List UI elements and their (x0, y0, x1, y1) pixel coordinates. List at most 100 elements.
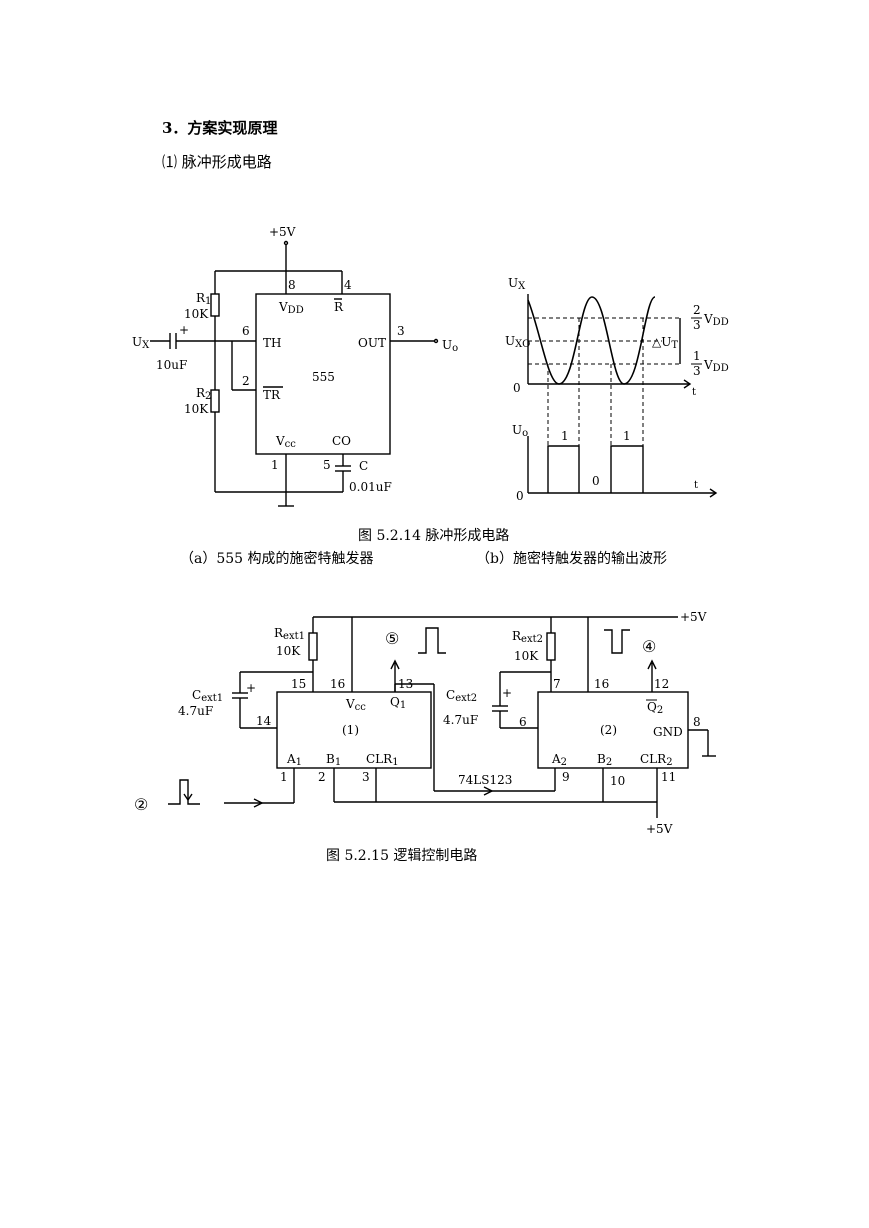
figure2-caption: 图 5.2.15 逻辑控制电路 (326, 848, 478, 864)
pin-3-lsi: 3 (362, 770, 370, 784)
upper-threshold-num: 2 (693, 303, 701, 317)
cext2-label: Cext2 (446, 688, 477, 704)
pin-9: 9 (562, 770, 570, 784)
origin-top: 0 (513, 381, 521, 395)
uo-axis-label: Uo (512, 423, 528, 439)
pin-5: 5 (323, 458, 331, 472)
supply-bottom-label: +5V (646, 822, 673, 836)
vcc-label: Vcc (275, 434, 296, 450)
cext1-label: Cext1 (192, 688, 223, 704)
co-cap-value: 0.01uF (349, 480, 392, 494)
resistor-rext2 (546, 632, 556, 661)
lower-threshold-num: 1 (693, 349, 701, 363)
section-subheading: ⑴ 脉冲形成电路 (162, 153, 272, 171)
marker-5: ⑤ (385, 629, 399, 648)
pin-6-lsi: 6 (519, 715, 527, 729)
monostable-1-body (276, 691, 432, 769)
supply-label: +5V (269, 225, 296, 239)
rext2-label: Rext2 (512, 629, 543, 645)
q2-bar-label: Q2 (647, 700, 663, 716)
lower-threshold-den: 3 (693, 364, 701, 378)
r2-value: 10K (184, 402, 209, 416)
pin-14: 14 (256, 714, 272, 728)
section-heading: 3．方案实现原理 (162, 119, 278, 137)
vdd-label: VDD (278, 300, 304, 316)
pin-11: 11 (661, 770, 676, 784)
pin-1-lsi: 1 (280, 770, 288, 784)
supply-top-label: +5V (680, 610, 707, 624)
pulse-level-0: 0 (592, 474, 600, 488)
gnd-label: GND (653, 725, 683, 739)
waveform-axes (527, 294, 718, 498)
input-ux-label: UX (132, 335, 150, 351)
clr1-label: CLR1 (366, 752, 399, 768)
pin-8: 8 (288, 278, 296, 292)
tr-label: TR (263, 388, 281, 402)
a2-label: A2 (551, 752, 567, 768)
marker-4: ④ (642, 637, 656, 656)
resistor-rext1 (308, 632, 318, 661)
origin-bottom: 0 (516, 489, 524, 503)
chip-555-label: 555 (312, 370, 335, 384)
output-uo-label: Uo (442, 338, 458, 354)
resistor-r1 (210, 293, 220, 317)
pin-2-lsi: 2 (318, 770, 326, 784)
b1-label: B1 (326, 752, 341, 768)
co-cap-label: C (359, 459, 368, 473)
pin-3: 3 (397, 324, 405, 338)
ux-axis-label: UX (508, 276, 526, 292)
pin-8-lsi: 8 (693, 715, 701, 729)
r1-value: 10K (184, 307, 209, 321)
rext2-value: 10K (514, 649, 539, 663)
clr2-label: CLR2 (640, 752, 673, 768)
pin-16a: 16 (330, 677, 345, 691)
out-label: OUT (358, 336, 386, 350)
lower-threshold-vdd: VDD (703, 358, 729, 374)
rext1-value: 10K (276, 644, 301, 658)
a1-label: A1 (286, 752, 302, 768)
uxo-label: UXO (505, 334, 530, 350)
b2-label: B2 (597, 752, 612, 768)
upper-threshold-den: 3 (693, 318, 701, 332)
ic-555-body (255, 293, 391, 455)
block-1-label: (1) (342, 723, 359, 737)
cext1-value: 4.7uF (178, 704, 213, 718)
chip-74ls123-label: 74LS123 (458, 773, 512, 787)
sine-wave (527, 296, 656, 385)
resistor-r2 (210, 389, 220, 413)
pin-2: 2 (242, 374, 250, 388)
vcc-pin-label: Vcc (345, 697, 366, 713)
figure1-caption-b: （b）施密特触发器的输出波形 (476, 551, 667, 567)
pulse-level-1b: 1 (623, 429, 631, 443)
delta-ut-label: △UT (652, 335, 678, 351)
upper-threshold-vdd: VDD (703, 312, 729, 328)
r1-label: R1 (196, 291, 211, 307)
pin-7: 7 (553, 677, 561, 691)
pulse-level-1a: 1 (561, 429, 569, 443)
r2-label: R2 (196, 386, 211, 402)
cext1-plus: + (246, 681, 256, 695)
figure1-caption: 图 5.2.14 脉冲形成电路 (358, 528, 510, 544)
pin-15: 15 (291, 677, 306, 691)
cin-value: 10uF (156, 358, 187, 372)
cin-plus: + (179, 323, 189, 337)
co-label: CO (332, 434, 351, 448)
rext1-label: Rext1 (274, 626, 305, 642)
pin-12: 12 (654, 677, 669, 691)
t-axis-top: t (692, 387, 696, 398)
figure1-caption-a: （a）555 构成的施密特触发器 (180, 551, 374, 567)
pin-1: 1 (271, 458, 279, 472)
pin-6: 6 (242, 324, 250, 338)
pin-13: 13 (398, 677, 413, 691)
pin-10: 10 (610, 774, 625, 788)
t-axis-bottom: t (694, 480, 698, 491)
pin-16b: 16 (594, 677, 609, 691)
q1-label: Q1 (390, 695, 406, 711)
cext2-value: 4.7uF (443, 713, 478, 727)
th-label: TH (263, 336, 281, 350)
block-2-label: (2) (600, 723, 617, 737)
cext2-plus: + (502, 686, 512, 700)
pin-4: 4 (344, 278, 352, 292)
reset-label: R (334, 300, 344, 314)
